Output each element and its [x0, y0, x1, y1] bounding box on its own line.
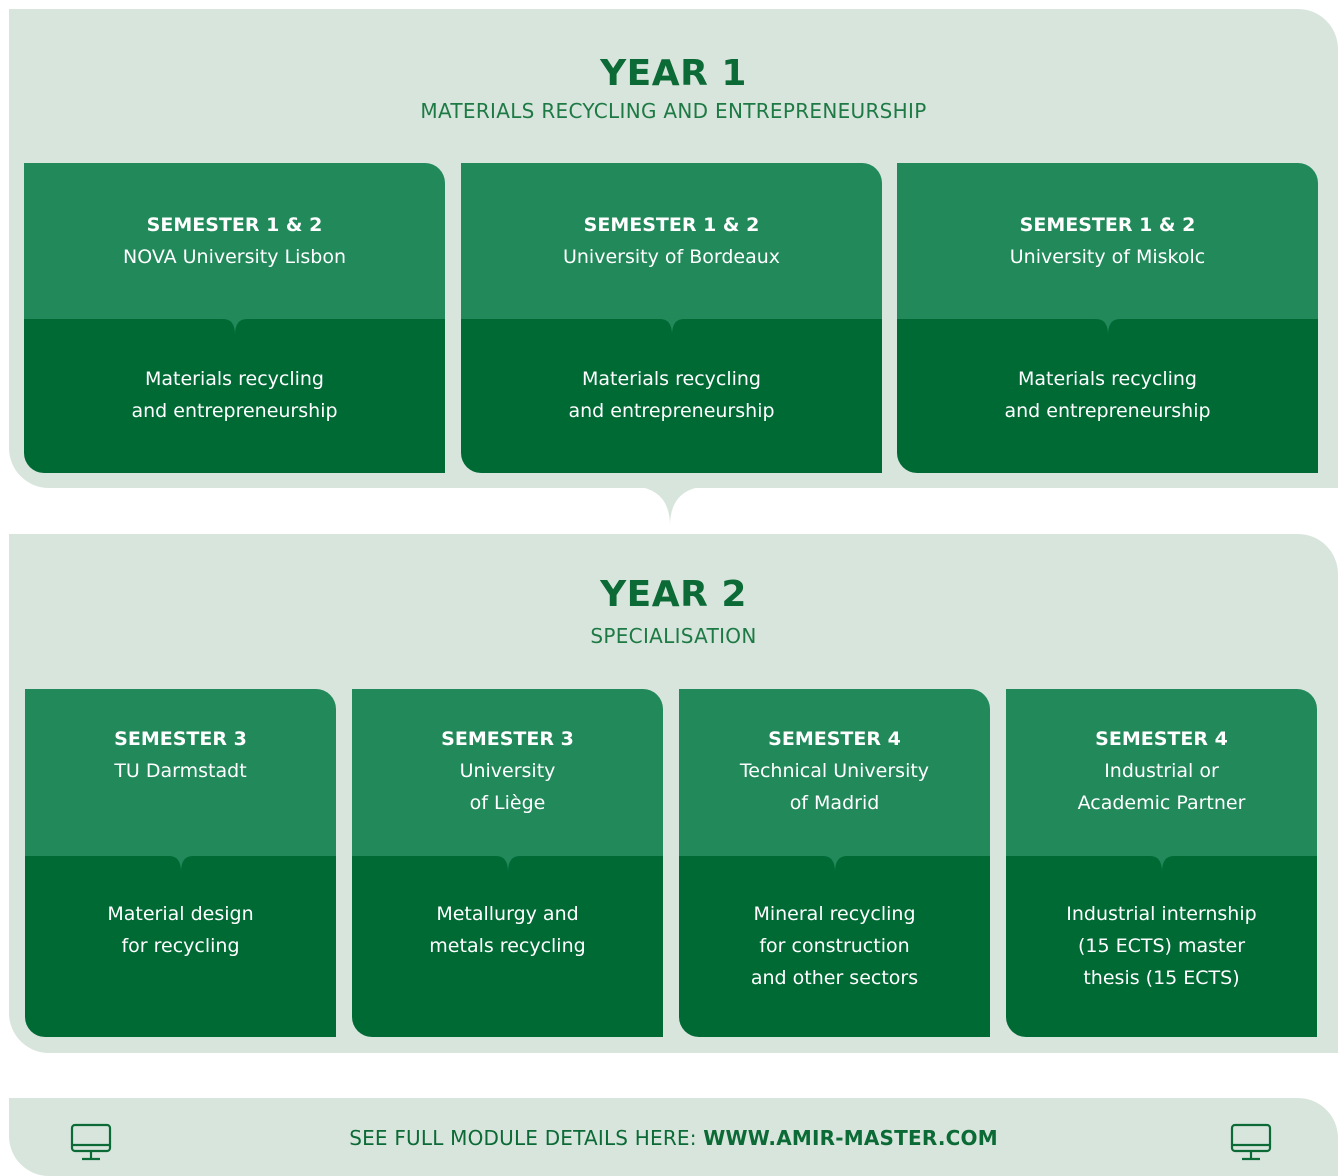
website-link[interactable]: WWW.AMIR-MASTER.COM — [703, 1126, 998, 1150]
notch-arrow — [659, 319, 684, 335]
semester-label: SEMESTER 4 — [1095, 728, 1228, 750]
year-2-card-partner: SEMESTER 4 Industrial or Academic Partne… — [1006, 689, 1317, 1037]
monitor-icon — [70, 1123, 112, 1161]
card-header: SEMESTER 1 & 2 NOVA University Lisbon — [24, 163, 445, 319]
card-header: SEMESTER 1 & 2 University of Miskolc — [897, 163, 1318, 319]
year-1-title: YEAR 1 — [600, 53, 747, 94]
year-2-panel: YEAR 2 SPECIALISATION SEMESTER 3 TU Darm… — [9, 534, 1338, 1053]
year-2-title: YEAR 2 — [600, 574, 747, 615]
card-header: SEMESTER 3 TU Darmstadt — [25, 689, 336, 856]
year-1-panel: YEAR 1 MATERIALS RECYCLING AND ENTREPREN… — [9, 9, 1338, 488]
card-body: Material design for recycling — [25, 856, 336, 1037]
card-body: Materials recycling and entrepreneurship — [897, 319, 1318, 473]
year-2-subtitle: SPECIALISATION — [590, 624, 757, 648]
course-description: Industrial internship (15 ECTS) master t… — [1066, 903, 1257, 989]
course-description: Metallurgy and metals recycling — [429, 903, 586, 957]
card-header: SEMESTER 3 University of Liège — [352, 689, 663, 856]
card-body: Materials recycling and entrepreneurship — [24, 319, 445, 473]
course-description: Materials recycling and entrepreneurship — [1004, 368, 1211, 422]
semester-label: SEMESTER 3 — [114, 728, 247, 750]
course-description: Mineral recycling for construction and o… — [750, 903, 919, 989]
university-name: Technical University of Madrid — [739, 760, 930, 814]
notch-arrow — [1095, 319, 1120, 335]
semester-label: SEMESTER 1 & 2 — [583, 214, 760, 236]
semester-label: SEMESTER 1 & 2 — [1019, 214, 1196, 236]
card-body: Metallurgy and metals recycling — [352, 856, 663, 1037]
university-name: University of Liège — [459, 760, 556, 814]
notch-arrow — [822, 856, 847, 872]
year-1-card-bordeaux: SEMESTER 1 & 2 University of Bordeaux Ma… — [461, 163, 882, 473]
course-description: Materials recycling and entrepreneurship — [568, 368, 775, 422]
university-name: NOVA University Lisbon — [122, 246, 347, 268]
year-1-card-miskolc: SEMESTER 1 & 2 University of Miskolc Mat… — [897, 163, 1318, 473]
notch-arrow — [222, 319, 247, 335]
year-2-card-liege: SEMESTER 3 University of Liège Metallurg… — [352, 689, 663, 1037]
card-header: SEMESTER 1 & 2 University of Bordeaux — [461, 163, 882, 319]
year-2-card-madrid: SEMESTER 4 Technical University of Madri… — [679, 689, 990, 1037]
year-connector-arrow — [628, 486, 712, 526]
footer-label: SEE FULL MODULE DETAILS HERE: — [349, 1126, 704, 1150]
monitor-icon — [1230, 1123, 1272, 1161]
card-body: Industrial internship (15 ECTS) master t… — [1006, 856, 1317, 1037]
course-description: Material design for recycling — [107, 903, 254, 957]
card-header: SEMESTER 4 Technical University of Madri… — [679, 689, 990, 856]
card-body: Mineral recycling for construction and o… — [679, 856, 990, 1037]
course-description: Materials recycling and entrepreneurship — [131, 368, 338, 422]
footer-banner: SEE FULL MODULE DETAILS HERE: WWW.AMIR-M… — [9, 1098, 1338, 1176]
university-name: University of Miskolc — [1009, 246, 1206, 268]
footer-link-text[interactable]: SEE FULL MODULE DETAILS HERE: WWW.AMIR-M… — [9, 1126, 1338, 1150]
year-2-card-darmstadt: SEMESTER 3 TU Darmstadt Material design … — [25, 689, 336, 1037]
semester-label: SEMESTER 3 — [441, 728, 574, 750]
semester-label: SEMESTER 1 & 2 — [146, 214, 323, 236]
year-1-card-lisbon: SEMESTER 1 & 2 NOVA University Lisbon Ma… — [24, 163, 445, 473]
notch-arrow — [495, 856, 520, 872]
university-name: University of Bordeaux — [562, 246, 781, 268]
card-header: SEMESTER 4 Industrial or Academic Partne… — [1006, 689, 1317, 856]
card-body: Materials recycling and entrepreneurship — [461, 319, 882, 473]
university-name: TU Darmstadt — [114, 760, 247, 782]
semester-label: SEMESTER 4 — [768, 728, 901, 750]
university-name: Industrial or Academic Partner — [1077, 760, 1246, 814]
notch-arrow — [1149, 856, 1174, 872]
notch-arrow — [168, 856, 193, 872]
year-1-subtitle: MATERIALS RECYCLING AND ENTREPRENEURSHIP — [420, 99, 927, 123]
